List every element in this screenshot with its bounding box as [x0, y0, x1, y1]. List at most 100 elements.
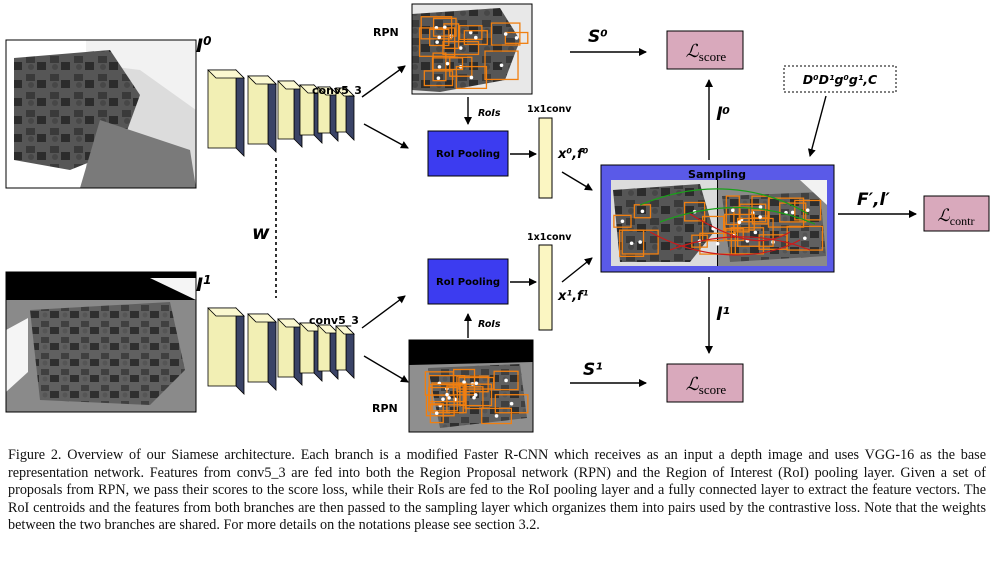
- conv5-3-label-bottom: conv5_3: [309, 314, 359, 327]
- proposal-box: [429, 403, 444, 424]
- shared-weights-label: w: [252, 222, 270, 244]
- proposal-box: [794, 199, 822, 221]
- proposal-centroid: [753, 230, 758, 235]
- proposal-centroid: [445, 61, 450, 66]
- proposal-box: [446, 385, 464, 414]
- roi-pooling-label-bottom: RoI Pooling: [436, 277, 500, 288]
- arrow-fc-to-sampling-bottom: [561, 257, 593, 283]
- label-top: l⁰: [716, 104, 730, 125]
- proposal-box: [723, 213, 755, 231]
- ground-truth-box: [783, 65, 897, 93]
- proposal-centroid: [640, 209, 645, 214]
- proposal-box: [423, 70, 454, 87]
- conv5-3-label-top: conv5_3: [312, 84, 362, 97]
- ground-truth-label: D⁰D¹g⁰g¹,C: [803, 72, 878, 87]
- conv1x1-label-top: 1x1conv: [527, 104, 572, 115]
- proposal-box: [494, 394, 529, 414]
- proposal-centroid: [437, 35, 442, 40]
- score-loss-box-bottom: [666, 363, 744, 403]
- conv1x1-label-bottom: 1x1conv: [527, 232, 572, 243]
- vgg-conv-block: [335, 325, 355, 379]
- feature-label-top: x⁰,f⁰: [557, 147, 589, 162]
- proposal-centroid: [437, 65, 442, 69]
- score-loss-label-top: ℒscore: [686, 41, 727, 64]
- vgg-conv-block: [277, 80, 303, 148]
- score-loss-box-top: [666, 30, 744, 70]
- sampling-layer: [600, 164, 835, 273]
- rpn-output-bottom: [408, 339, 534, 433]
- output-pair-label: F′,l′: [857, 190, 890, 210]
- score-label-top: S⁰: [588, 27, 608, 47]
- fc-bar-bottom: [538, 244, 553, 331]
- fc-bar-top: [538, 117, 553, 199]
- proposal-box: [702, 215, 725, 242]
- proposal-box: [725, 227, 744, 242]
- proposal-centroid: [474, 381, 479, 386]
- proposal-centroid: [473, 393, 478, 397]
- proposal-centroid: [715, 241, 720, 246]
- proposal-box: [442, 40, 480, 56]
- proposal-centroid: [474, 35, 478, 40]
- proposal-centroid: [494, 414, 499, 418]
- arrow-fc-to-sampling-top: [561, 171, 593, 191]
- proposal-centroid: [509, 401, 514, 406]
- arrow-vgg-to-rpn-bottom: [363, 355, 409, 383]
- roi-pooling-box-top: [427, 130, 509, 177]
- proposal-box: [458, 25, 483, 41]
- proposal-centroid: [638, 240, 642, 244]
- proposal-centroid: [441, 397, 445, 401]
- proposal-box: [432, 17, 457, 37]
- proposal-box: [420, 16, 453, 40]
- proposal-box: [613, 214, 632, 228]
- arrow-vgg-to-roi-top: [363, 123, 409, 149]
- rpn-label-top: RPN: [373, 26, 399, 39]
- proposal-centroid: [468, 30, 473, 35]
- proposal-centroid: [730, 208, 735, 213]
- proposal-centroid: [443, 25, 447, 30]
- proposal-box: [751, 209, 769, 225]
- proposal-box: [619, 229, 645, 258]
- figure-caption: Figure 2. Overview of our Siamese archit…: [8, 447, 986, 534]
- vgg-conv-block: [247, 313, 277, 391]
- proposal-centroid: [790, 210, 795, 215]
- score-loss-label-bottom: ℒscore: [686, 374, 727, 397]
- vgg-conv-block: [277, 318, 303, 386]
- score-label-bottom: S¹: [583, 360, 603, 380]
- feature-label-bottom: x¹,f¹: [557, 289, 589, 304]
- vgg-conv-block: [335, 87, 355, 141]
- proposal-centroid: [435, 40, 439, 44]
- proposal-centroid: [805, 208, 810, 212]
- input-label-top: I0: [196, 34, 211, 57]
- arrow-gt-to-sampling: [807, 95, 827, 157]
- proposal-box: [453, 368, 476, 396]
- input-image-top: [5, 39, 197, 189]
- proposal-box: [455, 65, 488, 90]
- arrow-vgg-to-roi-bottom: [361, 295, 406, 329]
- proposal-box: [429, 28, 450, 47]
- proposal-centroid: [503, 32, 508, 36]
- architecture-diagram: I0 I1 conv5_3 conv5_3 w RPN RPN: [5, 3, 990, 433]
- proposal-centroid: [499, 63, 504, 68]
- proposal-centroid: [514, 36, 519, 40]
- input-label-bottom: I1: [196, 273, 211, 296]
- input-image-bottom: [5, 271, 197, 413]
- proposal-box: [490, 22, 521, 46]
- roi-pooling-box-bottom: [427, 258, 509, 305]
- vgg-conv-block: [207, 307, 245, 395]
- proposal-centroid: [436, 76, 441, 81]
- label-bottom: l¹: [716, 304, 730, 325]
- proposal-box: [464, 386, 484, 410]
- proposal-box: [463, 30, 488, 46]
- rpn-label-bottom: RPN: [372, 402, 398, 415]
- proposal-centroid: [472, 395, 476, 400]
- vgg-conv-block: [247, 75, 277, 153]
- proposal-box: [633, 204, 652, 219]
- sampling-label: Sampling: [688, 168, 746, 181]
- vgg16-backbone-top: [207, 69, 355, 157]
- proposal-box: [431, 57, 464, 71]
- rois-label-top: RoIs: [478, 108, 501, 119]
- proposal-box: [493, 370, 519, 391]
- arrow-vgg-to-rpn-top: [361, 65, 406, 98]
- vgg16-backbone-bottom: [207, 307, 355, 395]
- vgg-conv-block: [207, 69, 245, 157]
